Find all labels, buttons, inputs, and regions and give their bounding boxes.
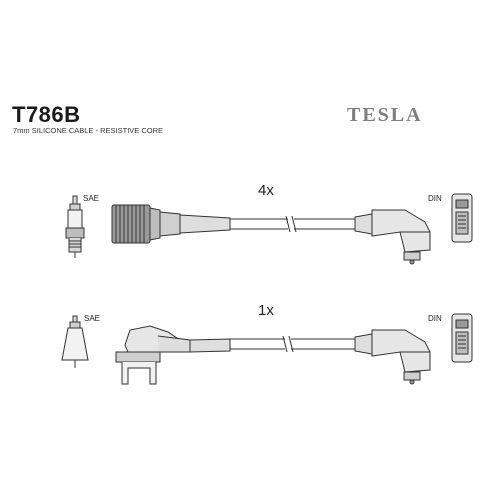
row1-right-label: DIN — [428, 194, 442, 203]
row2-angled-boot — [354, 329, 431, 385]
brand-logo: TESLA — [347, 104, 423, 126]
cable-description: 7mm SILICONE CABLE - RESISTIVE CORE — [13, 126, 164, 135]
coil-terminal-icon — [61, 315, 89, 368]
row1-quantity: 4x — [258, 182, 274, 199]
row2-left-label: SAE — [84, 314, 101, 323]
row2-coil-boot — [115, 325, 231, 385]
row2-cable — [230, 335, 355, 353]
din-connector-icon — [451, 193, 473, 243]
row2-right-label: DIN — [428, 314, 442, 323]
row2-quantity: 1x — [258, 302, 274, 319]
spark-plug-icon — [65, 195, 85, 258]
din-connector-icon — [451, 313, 473, 363]
row1-left-label: SAE — [83, 194, 100, 203]
part-number: T786B — [12, 102, 81, 127]
row1-cable — [230, 215, 355, 233]
row1-plug-boot — [111, 204, 231, 244]
row1-angled-boot — [354, 209, 431, 265]
